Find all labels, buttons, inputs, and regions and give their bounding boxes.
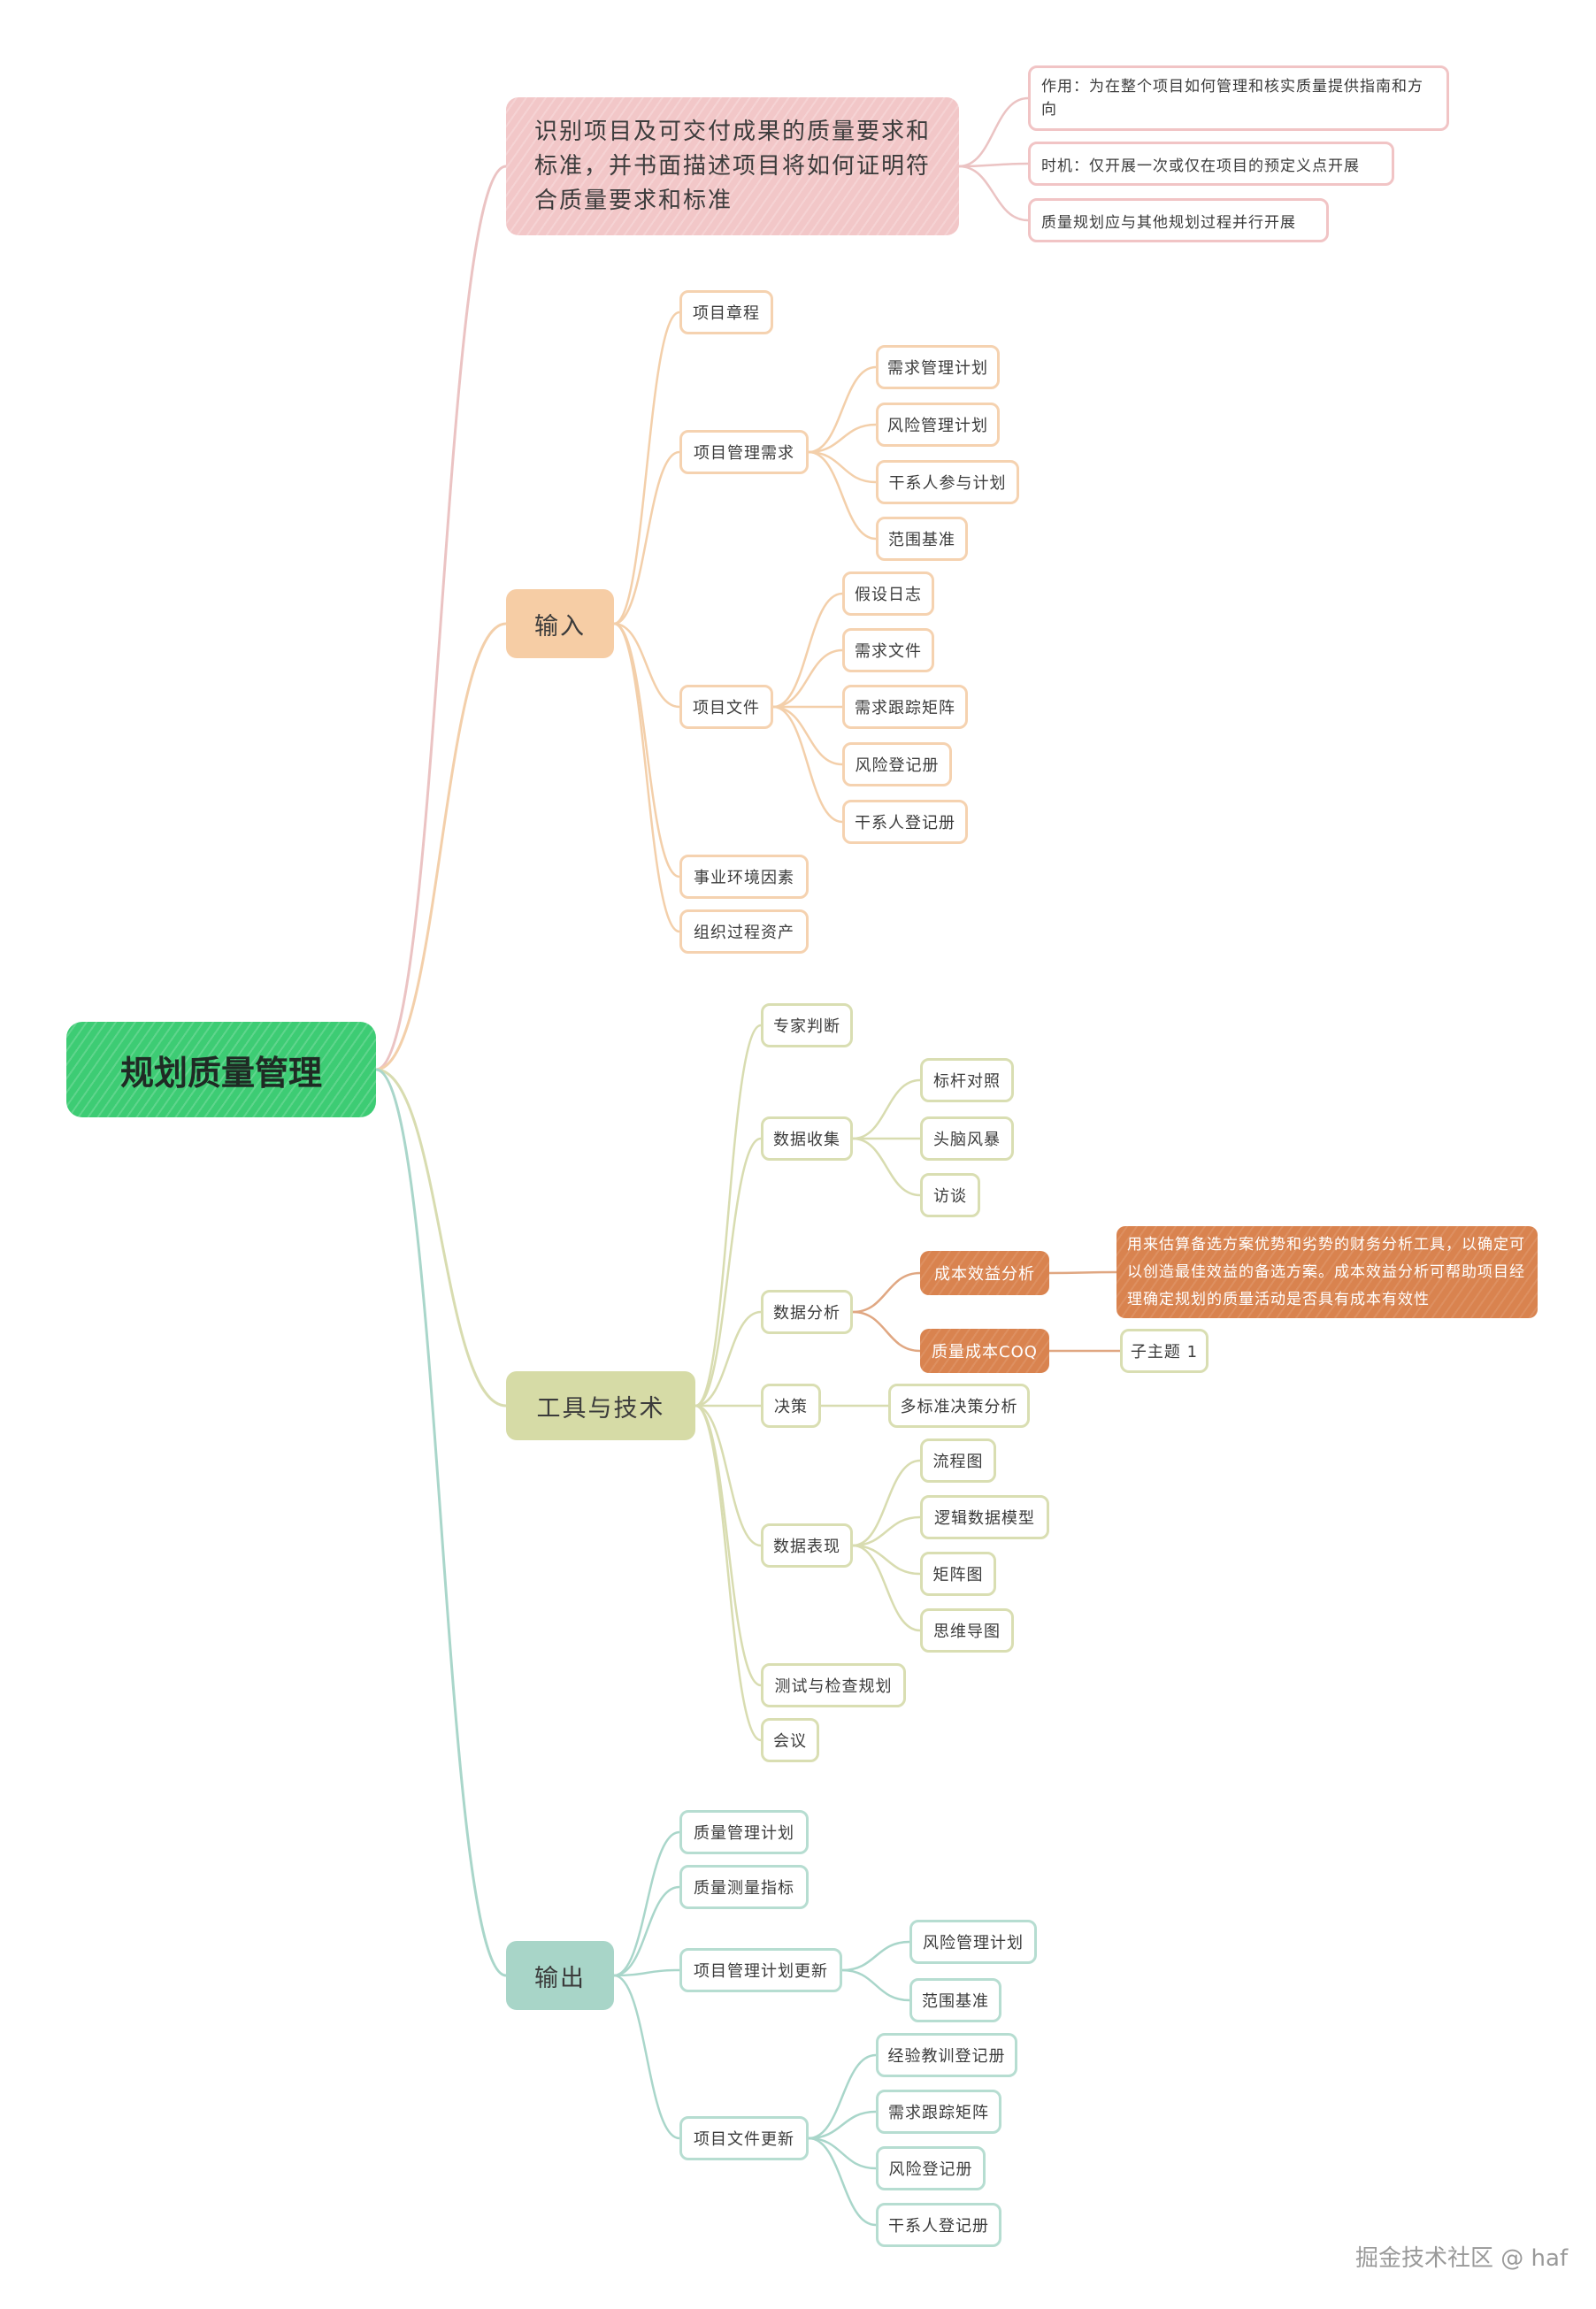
connector-description-note — [957, 162, 1030, 168]
tool-test-inspection-planning[interactable]: 测试与检查规划 — [761, 1663, 906, 1707]
connector-input-item — [612, 622, 681, 709]
connector-doc-update-item — [807, 2136, 878, 2227]
tool-representation-item[interactable]: 思维导图 — [920, 1608, 1014, 1653]
input-eef[interactable]: 事业环境因素 — [679, 855, 809, 899]
tool-meetings[interactable]: 会议 — [761, 1718, 819, 1762]
output-pm-update-item[interactable]: 风险管理计划 — [909, 1920, 1037, 1964]
connector-pm-plan-item — [807, 450, 878, 541]
connector-representation-item — [851, 1459, 922, 1547]
connector-doc-update-item — [807, 2053, 878, 2140]
connector-tools-item — [694, 1024, 763, 1408]
input-doc-item[interactable]: 假设日志 — [842, 571, 934, 616]
connector-description-note — [957, 96, 1030, 168]
input-pm-plan-item[interactable]: 干系人参与计划 — [876, 460, 1019, 504]
connector-doc-update-item — [807, 2110, 878, 2140]
output-quality-metrics[interactable]: 质量测量指标 — [679, 1865, 809, 1909]
input-pm-plan-item[interactable]: 范围基准 — [876, 517, 968, 561]
connector-root-description — [374, 165, 508, 1071]
connector-input-item — [612, 622, 681, 878]
tool-collection-item[interactable]: 标杆对照 — [920, 1058, 1014, 1102]
output-doc-update-item[interactable]: 风险登记册 — [876, 2146, 986, 2190]
connector-representation-item — [851, 1544, 922, 1632]
cost-benefit-description[interactable]: 用来估算备选方案优势和劣势的财务分析工具，以确定可以创造最佳效益的备选方案。成本… — [1116, 1226, 1538, 1318]
connector-doc-item — [771, 592, 844, 709]
input-doc-item[interactable]: 需求跟踪矩阵 — [842, 685, 968, 729]
tool-mcda[interactable]: 多标准决策分析 — [888, 1384, 1030, 1428]
output-doc-update-item[interactable]: 需求跟踪矩阵 — [876, 2090, 1001, 2134]
input-project-charter[interactable]: 项目章程 — [679, 290, 773, 334]
connector-doc-item — [771, 648, 844, 709]
connector-collection-item — [851, 1137, 922, 1197]
connector-tools-item — [694, 1404, 763, 1742]
connector-analysis-item — [851, 1271, 922, 1314]
note-purpose[interactable]: 作用：为在整个项目如何管理和核实质量提供指南和方向 — [1028, 65, 1449, 131]
tool-data-representation[interactable]: 数据表现 — [761, 1523, 853, 1568]
connector-tools-item — [694, 1404, 763, 1687]
connector-tools-item — [694, 1137, 763, 1408]
tool-cost-benefit-analysis[interactable]: 成本效益分析 — [920, 1251, 1049, 1295]
coq-subtopic[interactable]: 子主题 1 — [1120, 1329, 1209, 1373]
output-doc-update-item[interactable]: 干系人登记册 — [876, 2203, 1001, 2247]
connector-output-item — [612, 1830, 681, 1977]
output-doc-updates[interactable]: 项目文件更新 — [679, 2116, 809, 2160]
connector-input-item — [612, 311, 681, 625]
tool-data-collection[interactable]: 数据收集 — [761, 1116, 853, 1161]
note-timing[interactable]: 时机：仅开展一次或仅在项目的预定义点开展 — [1028, 142, 1394, 186]
connector-analysis-item — [851, 1310, 922, 1353]
connector-representation-item — [851, 1544, 922, 1576]
connector-output-item — [612, 1974, 681, 2140]
connector-input-item — [612, 622, 681, 933]
connector-cba-description — [1047, 1270, 1118, 1275]
tool-decision-making[interactable]: 决策 — [761, 1384, 821, 1428]
input-doc-item[interactable]: 干系人登记册 — [842, 800, 968, 844]
output-doc-update-item[interactable]: 经验教训登记册 — [876, 2033, 1017, 2077]
connector-output-item — [612, 1885, 681, 1977]
tool-representation-item[interactable]: 矩阵图 — [920, 1552, 996, 1596]
connector-collection-item — [851, 1078, 922, 1140]
tool-data-analysis[interactable]: 数据分析 — [761, 1290, 853, 1334]
connector-root-output — [374, 1068, 508, 1977]
output-qm-plan[interactable]: 质量管理计划 — [679, 1810, 809, 1854]
root-topic[interactable]: 规划质量管理 — [66, 1022, 376, 1117]
tool-expert-judgment[interactable]: 专家判断 — [761, 1003, 853, 1047]
connector-pm-plan-item — [807, 423, 878, 454]
connector-pm-update-item — [840, 1940, 911, 1972]
tool-representation-item[interactable]: 流程图 — [920, 1438, 996, 1483]
branch-output[interactable]: 输出 — [506, 1941, 614, 2010]
input-opa[interactable]: 组织过程资产 — [679, 909, 809, 954]
connector-output-item — [612, 1968, 681, 1977]
connector-doc-item — [771, 705, 844, 766]
input-doc-item[interactable]: 需求文件 — [842, 628, 934, 672]
connector-root-tools — [374, 1068, 508, 1408]
input-pm-plan-item[interactable]: 需求管理计划 — [876, 345, 1000, 389]
connector-pm-plan-item — [807, 365, 878, 454]
connector-representation-item — [851, 1515, 922, 1547]
input-doc-item[interactable]: 风险登记册 — [842, 742, 952, 786]
note-parallel[interactable]: 质量规划应与其他规划过程并行开展 — [1028, 198, 1329, 242]
branch-input[interactable]: 输入 — [506, 589, 614, 658]
connector-pm-update-item — [840, 1968, 911, 2002]
connector-doc-update-item — [807, 2136, 878, 2170]
connector-description-note — [957, 165, 1030, 222]
watermark: 掘金技术社区 @ haf — [1355, 2245, 1569, 2272]
connector-pm-plan-item — [807, 450, 878, 484]
branch-tools[interactable]: 工具与技术 — [506, 1371, 695, 1440]
input-pm-plan-item[interactable]: 风险管理计划 — [876, 403, 1000, 447]
description-topic[interactable]: 识别项目及可交付成果的质量要求和标准，并书面描述项目将如何证明符合质量要求和标准 — [506, 97, 959, 235]
connector-root-input — [374, 622, 508, 1071]
connector-doc-item — [771, 705, 844, 824]
tool-collection-item[interactable]: 头脑风暴 — [920, 1116, 1014, 1161]
connector-tools-item — [694, 1404, 763, 1547]
tool-collection-item[interactable]: 访谈 — [920, 1173, 980, 1217]
connector-tools-item — [694, 1310, 763, 1408]
output-pm-update-item[interactable]: 范围基准 — [909, 1978, 1001, 2022]
input-project-docs[interactable]: 项目文件 — [679, 685, 773, 729]
tool-representation-item[interactable]: 逻辑数据模型 — [920, 1495, 1049, 1539]
output-pm-plan-updates[interactable]: 项目管理计划更新 — [679, 1948, 842, 1992]
connector-input-item — [612, 450, 681, 625]
input-pm-plan[interactable]: 项目管理需求 — [679, 430, 809, 474]
tool-cost-of-quality[interactable]: 质量成本COQ — [920, 1329, 1049, 1373]
